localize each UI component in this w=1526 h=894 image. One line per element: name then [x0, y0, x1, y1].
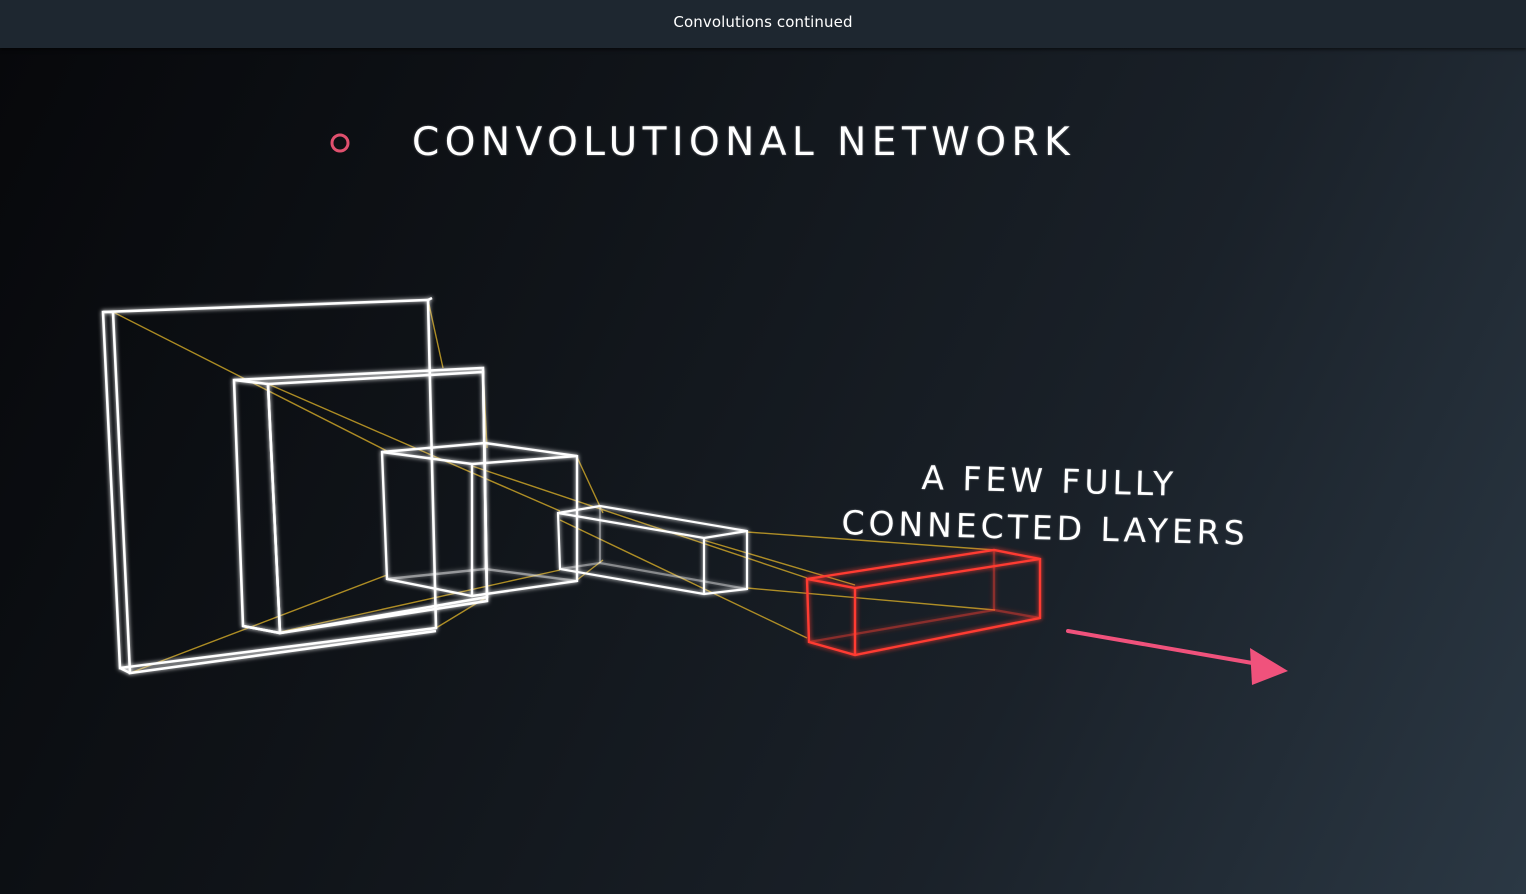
conv-layer-2: [232, 366, 489, 635]
conv-layer-4: [556, 504, 749, 596]
fc-label-line-1: A FEW FULLY: [920, 458, 1178, 504]
connector-lines: [112, 299, 996, 674]
title-bar: Convolutions continued: [0, 0, 1526, 48]
video-frame[interactable]: CONVOLUTIONAL NETWORK A FEW FULLY CONNEC…: [0, 48, 1526, 894]
window-title: Convolutions continued: [673, 13, 853, 31]
conv-layer-1: [101, 296, 438, 675]
fully-connected-layer: [805, 548, 1042, 657]
arrow-right-icon: [1066, 629, 1288, 685]
slide-title: CONVOLUTIONAL NETWORK: [412, 120, 1076, 165]
conv-layer-3: [380, 441, 579, 598]
circle-bullet-icon: [330, 133, 350, 153]
network-diagram: [101, 133, 1288, 685]
